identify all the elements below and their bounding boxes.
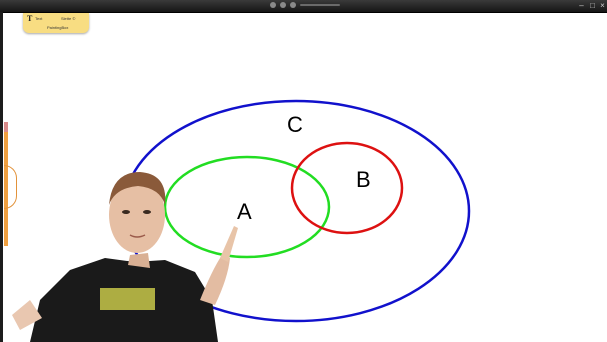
label-c: C bbox=[287, 112, 303, 137]
label-a: A bbox=[237, 199, 252, 224]
circle-b bbox=[292, 143, 402, 233]
label-b: B bbox=[356, 167, 371, 192]
presenter-photo bbox=[12, 172, 238, 342]
